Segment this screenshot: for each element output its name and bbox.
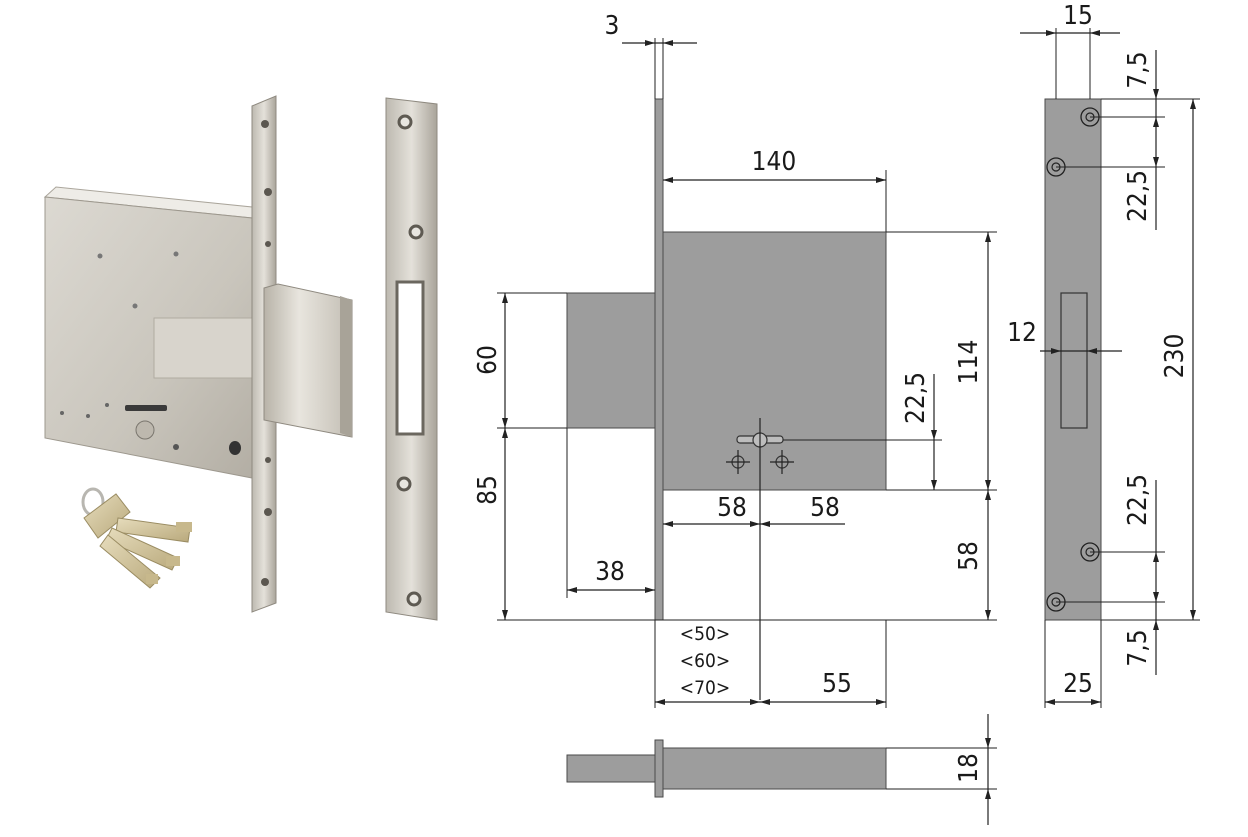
dim-strike-hole-spacing-bottom: 22,5 (1123, 474, 1153, 526)
dim-bolt-to-bottom: 85 (473, 475, 503, 505)
lock-case-photo (43, 186, 253, 479)
dim-backset-50: <50> (680, 623, 730, 645)
dim-plate-thickness: 3 (605, 11, 620, 41)
dim-key-spacing-left: 58 (717, 493, 747, 523)
dim-strike-length: 230 (1160, 334, 1190, 379)
bottom-view-drawing: 18 (566, 714, 997, 825)
keyhole-symbol (726, 418, 942, 700)
front-plate-part (654, 98, 664, 621)
dim-strike-slot-width: 12 (1007, 318, 1037, 348)
bolt-photo (263, 283, 353, 438)
strike-plate-drawing: 15 7,5 22,5 230 12 22,5 (1007, 1, 1200, 708)
case-part (662, 231, 887, 491)
dim-key-spacing-right: 58 (810, 493, 840, 523)
dim-bolt-throw: 38 (595, 557, 625, 587)
dim-backset-case: 55 (822, 669, 852, 699)
dim-strike-hole-offset: 15 (1063, 1, 1093, 31)
bolt-part (566, 292, 656, 429)
dim-bolt-height: 60 (473, 345, 503, 375)
dim-case-thickness: 18 (954, 753, 984, 783)
dim-backset-60: <60> (680, 650, 730, 672)
dim-case-height: 114 (954, 340, 984, 385)
dim-strike-top-margin: 7,5 (1123, 51, 1153, 88)
dim-strike-bottom-margin: 7,5 (1123, 629, 1153, 666)
keys-photo (81, 487, 192, 589)
product-photo (43, 95, 438, 621)
dim-backset-70: <70> (680, 677, 730, 699)
dim-key-offset: 22,5 (901, 372, 931, 424)
strike-plate-photo (385, 97, 438, 621)
dim-strike-hole-spacing-top: 22,5 (1123, 170, 1153, 222)
dim-case-width: 140 (752, 147, 797, 177)
dim-bottom-to-case: 58 (954, 541, 984, 571)
dim-strike-width: 25 (1063, 669, 1093, 699)
front-view-drawing: 3 140 60 85 38 22,5 114 5 (473, 11, 997, 708)
